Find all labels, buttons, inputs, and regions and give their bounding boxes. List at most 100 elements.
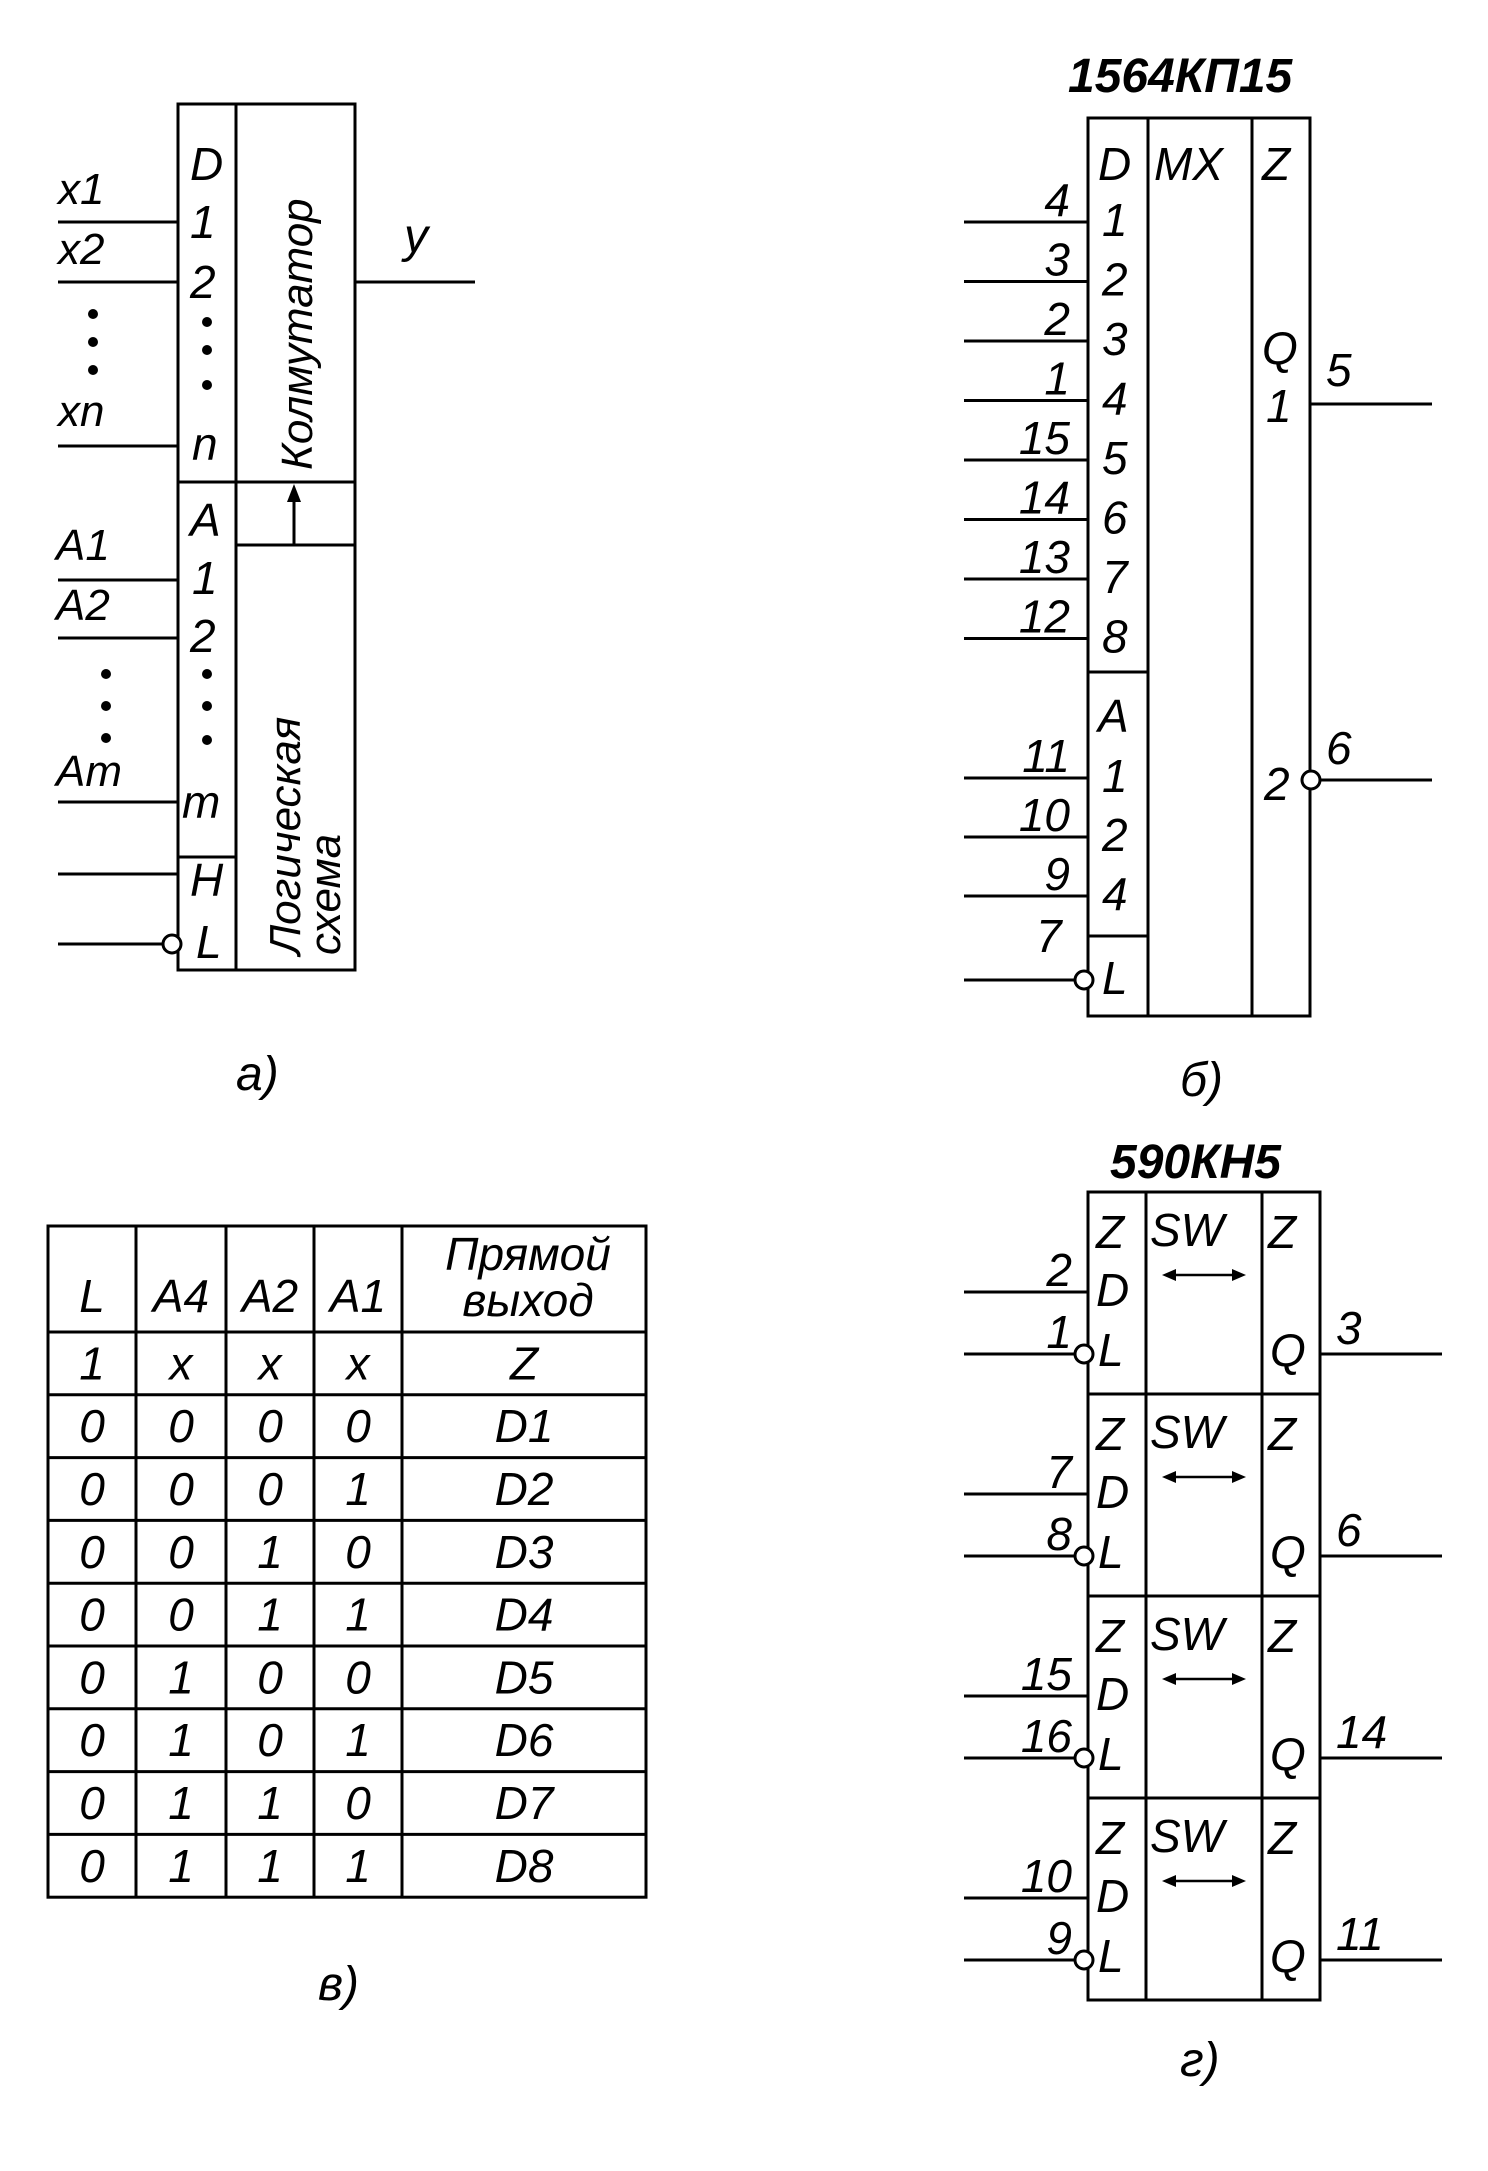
panel-a-logic-label-1: Логическая (261, 717, 310, 958)
truth-table-cell: 0 (79, 1400, 105, 1452)
panel-d-sw-label: SW (1150, 1810, 1229, 1862)
panel-a-ellipsis-dot (202, 669, 212, 679)
panel-d-arrow-head-right (1232, 1269, 1246, 1281)
panel-d-sw-label: SW (1150, 1204, 1229, 1256)
panel-d-d-pin-num: 2 (1045, 1244, 1072, 1296)
truth-table-cell: 1 (168, 1777, 194, 1829)
panel-b-enable-num: 7 (1036, 910, 1063, 962)
panel-d-l-label: L (1098, 1526, 1124, 1578)
panel-b-address-pin-num: 9 (1044, 848, 1070, 900)
truth-table-cell: 0 (79, 1840, 105, 1892)
panel-d-arrow-head-left (1162, 1673, 1176, 1685)
panel-d-q-label: Q (1270, 1324, 1306, 1376)
panel-d-caption: г) (1180, 2034, 1220, 2087)
truth-table-cell: 0 (345, 1400, 371, 1452)
panel-a-arrow-head (287, 484, 301, 502)
truth-table-cell: 1 (345, 1463, 371, 1515)
panel-d-l-pin-num: 16 (1021, 1710, 1073, 1762)
panel-b-data-pin-label: 1 (1102, 194, 1128, 246)
panel-a-ellipsis-dot (88, 365, 98, 375)
panel-b-data-pin-label: 8 (1102, 611, 1128, 663)
truth-table-border (46, 1224, 648, 1899)
panel-d-q-label: Q (1270, 1728, 1306, 1780)
panel-d-q-label: Q (1270, 1930, 1306, 1982)
panel-b-out1-label: 1 (1266, 380, 1292, 432)
truth-table-cell: 0 (257, 1400, 283, 1452)
panel-b-data-pin-num: 3 (1044, 234, 1070, 286)
panel-d-l-pin-num: 9 (1046, 1912, 1072, 1964)
truth-table-cell: 1 (79, 1337, 105, 1389)
panel-a-caption: а) (236, 1048, 279, 1101)
panel-a-ellipsis-dot (101, 701, 111, 711)
panel-b-data-pin-label: 6 (1102, 492, 1128, 544)
panel-a-ellipsis-dot (202, 380, 212, 390)
panel-b-enable-label: L (1102, 952, 1128, 1004)
panel-b-header-mx: MX (1154, 138, 1225, 190)
panel-a-d-pin-n: n (192, 418, 218, 470)
truth-table-cell: 0 (79, 1714, 105, 1766)
truth-table-cell: D4 (495, 1589, 554, 1641)
truth-table-cell: 0 (168, 1589, 194, 1641)
panel-d-title: 590КН5 (1110, 1136, 1282, 1189)
panel-b-data-pin-num: 14 (1019, 472, 1070, 524)
panel-b-caption: б) (1180, 1054, 1223, 1107)
truth-table-cell: x (257, 1337, 284, 1389)
panel-c-caption: в) (318, 1958, 359, 2011)
panel-b-data-pin-label: 5 (1102, 432, 1128, 484)
panel-a: D 1 2 n A 1 2 m H L Колмутатор Логическа… (53, 102, 475, 1101)
truth-table-cell: D5 (495, 1651, 554, 1703)
panel-b-inversion-circle (1073, 969, 1095, 991)
panel-d-d-label: D (1096, 1264, 1129, 1316)
truth-table-cell: 0 (79, 1589, 105, 1641)
truth-table-cell: D3 (495, 1526, 554, 1578)
panel-a-block-label: Колмутатор (273, 198, 322, 470)
panel-a-ellipsis-dot (101, 669, 111, 679)
panel-d-z-out-label: Z (1267, 1812, 1298, 1864)
panel-a-logic-label-2: схема (301, 834, 350, 955)
truth-table-cell: 0 (345, 1651, 371, 1703)
panel-d-arrow-head-left (1162, 1269, 1176, 1281)
truth-table-cell: 1 (168, 1651, 194, 1703)
panel-b-header-d: D (1098, 138, 1131, 190)
panel-d-q-label: Q (1270, 1526, 1306, 1578)
truth-table-cell: 1 (345, 1714, 371, 1766)
panel-a-d-header: D (190, 138, 223, 190)
truth-table-cell: 1 (257, 1840, 283, 1892)
panel-d-d-label: D (1096, 1466, 1129, 1518)
panel-d-l-label: L (1098, 1324, 1124, 1376)
panel-a-a-pin-2: 2 (189, 610, 216, 662)
panel-b-data-pin-label: 7 (1102, 551, 1129, 603)
truth-table-cell: D7 (495, 1777, 555, 1829)
truth-table-cell: 0 (168, 1400, 194, 1452)
panel-d-q-pin-num: 11 (1336, 1908, 1384, 1960)
panel-d-z-in-label: Z (1095, 1408, 1126, 1460)
truth-table-cell: D2 (495, 1463, 554, 1515)
panel-d-l-label: L (1098, 1930, 1124, 1982)
panel-b-address-pin-num: 11 (1022, 730, 1070, 782)
panel-a-input-a1: A1 (53, 521, 110, 570)
truth-table-cell: 0 (345, 1526, 371, 1578)
panel-d-z-in-label: Z (1095, 1610, 1126, 1662)
panel-b-address-pin-num: 10 (1019, 789, 1071, 841)
panel-d-d-label: D (1096, 1668, 1129, 1720)
panel-b-title: 1564КП15 (1068, 50, 1294, 103)
panel-d-d-pin-num: 10 (1021, 1850, 1073, 1902)
panel-b-address-pin-label: 1 (1102, 750, 1128, 802)
panel-d-inversion-circle (1073, 1949, 1095, 1971)
panel-d-z-out-label: Z (1267, 1610, 1298, 1662)
truth-table-cell: x (168, 1337, 195, 1389)
panel-a-d-pin-1: 1 (190, 196, 216, 248)
panel-b-data-pin-label: 2 (1101, 254, 1128, 306)
panel-d-z-out-label: Z (1267, 1408, 1298, 1460)
truth-table-cell: 1 (345, 1840, 371, 1892)
panel-a-input-xn: xn (56, 387, 104, 436)
panel-a-block (176, 102, 357, 972)
truth-table-header-output: выход (462, 1274, 593, 1326)
panel-a-l-pin: L (196, 916, 222, 968)
panel-d-z-in-label: Z (1095, 1206, 1126, 1258)
panel-d-z-out-label: Z (1267, 1206, 1298, 1258)
panel-d-arrow-head-right (1232, 1471, 1246, 1483)
